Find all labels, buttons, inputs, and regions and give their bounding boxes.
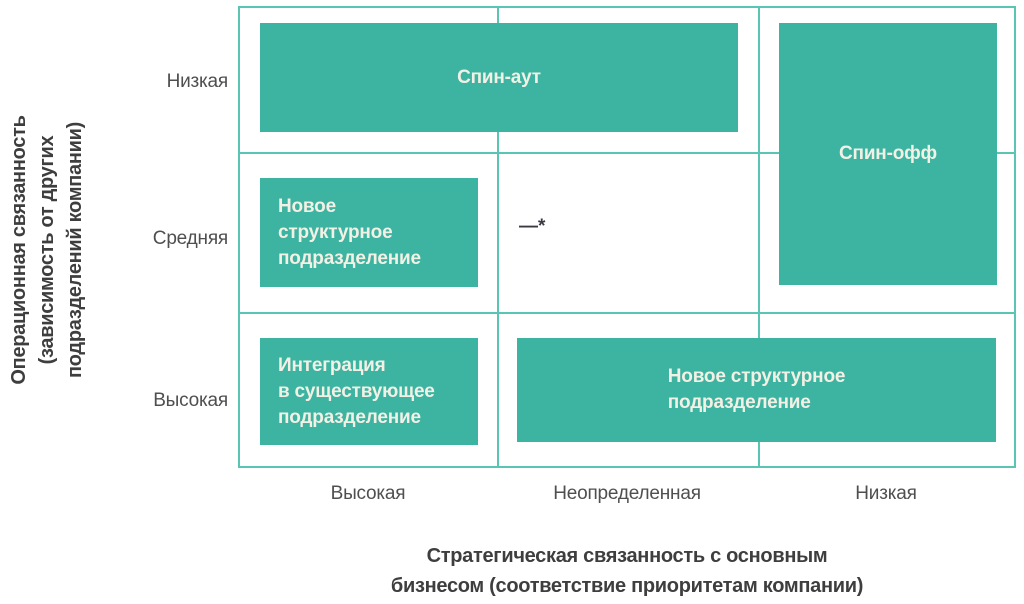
block-new-structural-unit-middle-label: Новое структурное подразделение [278, 194, 421, 272]
x-axis-title-line: бизнесом (соответствие приоритетам компа… [390, 575, 864, 597]
block-text-line: подразделение [667, 392, 811, 413]
block-spin-out-label: Спин-аут [457, 66, 541, 88]
y-axis-title-line: подразделений компании) [64, 122, 86, 378]
block-new-structural-unit-middle: Новое структурное подразделение [260, 178, 478, 287]
block-spin-off-label: Спин-офф [839, 143, 937, 164]
block-text-line: Новое структурное [667, 366, 846, 387]
x-axis-title-line: Стратегическая связанность с основным [426, 545, 828, 567]
col-label-high: Высокая [330, 483, 406, 504]
grid-divider-horizontal-1 [240, 152, 1014, 154]
x-axis-title: Стратегическая связанность с основным би… [227, 541, 1024, 601]
matrix-grid: Спин-аут Спин-офф Новое структурное подр… [238, 6, 1016, 468]
row-label-low: Низкая [166, 71, 229, 92]
block-new-structural-unit-bottom-label: Новое структурное подразделение [667, 364, 846, 416]
block-spin-out: Спин-аут [260, 23, 738, 132]
col-label-undefined: Неопределенная [553, 483, 701, 504]
col-label-low: Низкая [855, 483, 917, 504]
block-integration-existing-unit: Интеграция в существующее подразделение [260, 338, 478, 445]
block-new-structural-unit-bottom: Новое структурное подразделение [517, 338, 996, 442]
y-axis-title: Операционная связанность (зависимость от… [5, 70, 95, 430]
grid-divider-horizontal-2 [240, 312, 1014, 314]
block-text-line: подразделение [278, 247, 421, 269]
row-label-high: Высокая [153, 390, 228, 411]
y-axis-title-line: Операционная связанность [8, 115, 30, 385]
block-text-line: Новое [278, 195, 336, 217]
block-text-line: в существующее [278, 380, 435, 402]
block-integration-existing-unit-label: Интеграция в существующее подразделение [278, 353, 435, 431]
block-text-line: подразделение [278, 406, 421, 428]
block-text-line: структурное [278, 221, 393, 243]
block-spin-off: Спин-офф [779, 23, 997, 285]
row-label-medium: Средняя [152, 228, 228, 249]
grid-divider-vertical-1 [497, 8, 499, 466]
empty-cell-marker: —* [519, 216, 546, 237]
block-text-line: Интеграция [278, 354, 386, 376]
grid-divider-vertical-2 [758, 8, 760, 466]
y-axis-title-line: (зависимость от других [36, 135, 58, 365]
